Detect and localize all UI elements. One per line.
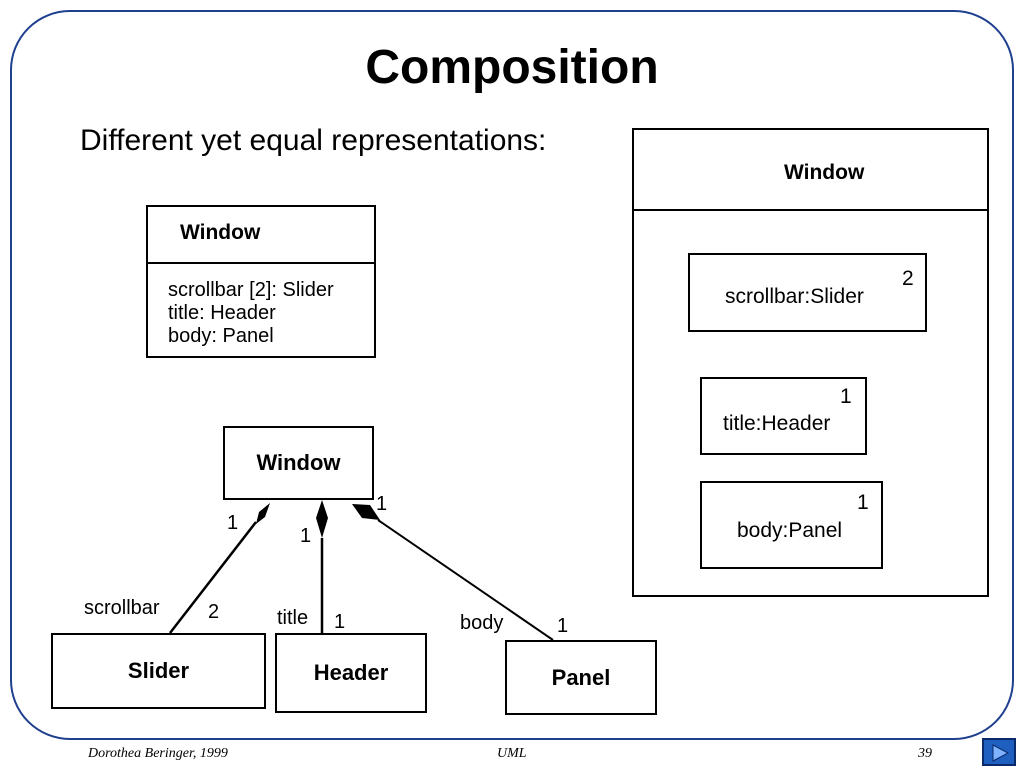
multiplicity-label: 1 [334,611,346,633]
footer-topic: UML [497,746,527,761]
footer-page-number: 39 [918,746,932,761]
nested-part-label: title:Header [723,412,831,435]
footer-author: Dorothea Beringer, 1999 [88,746,228,761]
composition-diamond-body [352,504,380,520]
class-box-divider [148,262,374,264]
nested-window-name: Window [784,161,865,184]
multiplicity-label: 1 [227,512,239,534]
nested-part-scrollbar: scrollbar:Slider 2 [688,253,927,332]
role-label: title [277,607,309,629]
class-box-attribute: scrollbar [2]: Slider [168,279,334,301]
nested-part-label: body:Panel [737,519,843,542]
multiplicity-label: 1 [557,615,569,637]
composition-diamond-scrollbar [256,503,270,524]
multiplicity-label: 1 [376,493,388,515]
class-slider: Slider [51,633,266,709]
role-label: body [460,612,504,634]
nested-part-title: title:Header 1 [700,377,867,455]
slide-frame [10,10,1014,740]
multiplicity-label: 2 [208,601,220,623]
slide-title: Composition [365,41,659,94]
class-box: Window scrollbar [2]: Slider title: Head… [146,205,376,358]
class-panel: Panel [505,640,657,715]
association-line-scrollbar [169,521,257,634]
multiplicity-label: 1 [300,525,312,547]
next-slide-icon [992,744,1009,762]
nested-part-label: scrollbar:Slider [725,285,864,308]
class-box-attribute: body: Panel [168,325,274,347]
class-window: Window [223,426,374,500]
nested-part-multiplicity: 1 [857,491,869,514]
association-line-body [377,519,554,641]
nested-part-body: body:Panel 1 [700,481,883,569]
nested-part-multiplicity: 1 [840,385,852,408]
class-box-name: Window [180,221,261,244]
class-box-attribute: title: Header [168,302,276,324]
role-label: scrollbar [84,597,160,619]
next-slide-button[interactable] [982,738,1016,766]
slide-subtitle: Different yet equal representations: [80,124,547,157]
nested-window-divider [634,209,987,211]
nested-part-multiplicity: 2 [902,267,914,290]
class-header: Header [275,633,427,713]
composition-diamond-title [316,500,328,538]
